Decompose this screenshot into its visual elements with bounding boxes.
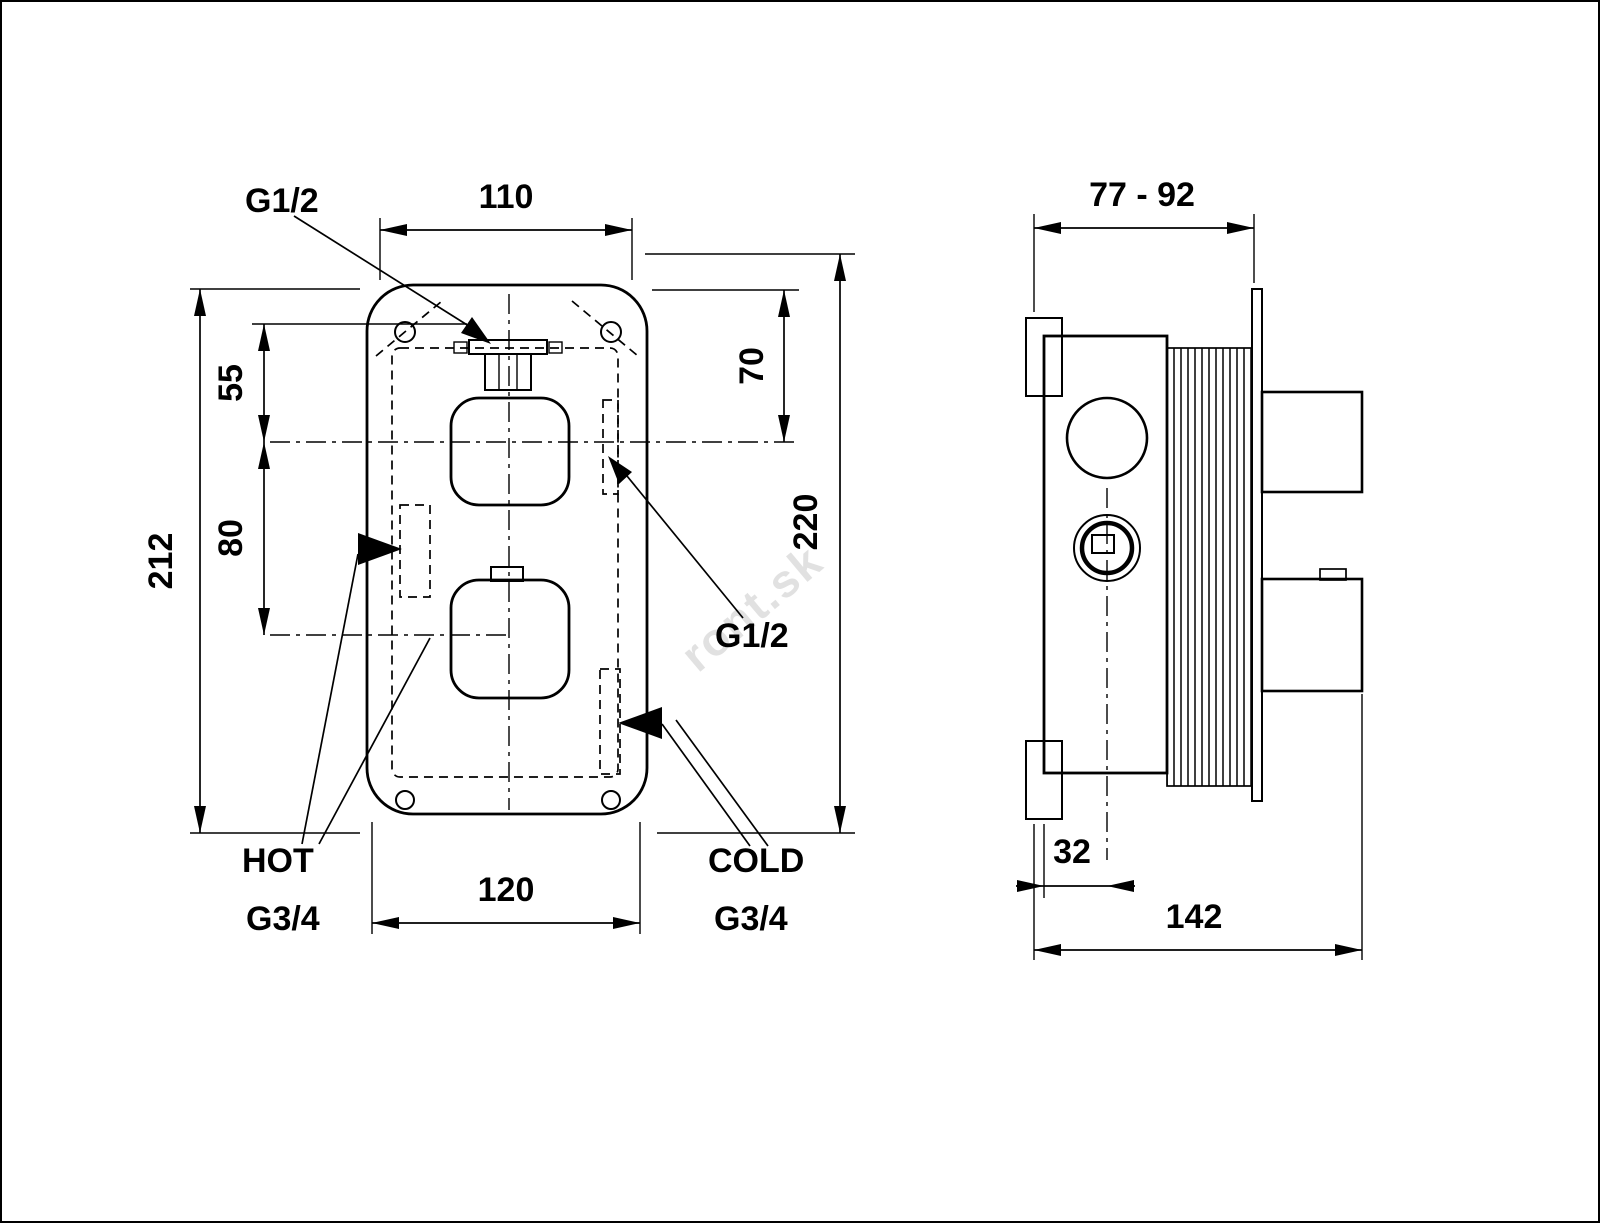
screw-hole-bottom-left (395, 790, 415, 810)
hot-inlet-port (399, 504, 431, 598)
wall-plate (1251, 288, 1263, 802)
cold-inlet-arrow (618, 707, 662, 739)
body-port-circle (1065, 396, 1149, 480)
right-upper-port (602, 399, 619, 495)
upper-knob (449, 396, 571, 507)
upper-cartridge-block (1260, 390, 1364, 494)
dim-120-label: 120 (478, 871, 535, 909)
hot-inlet-arrow (358, 533, 402, 565)
dim-142-label: 142 (1166, 898, 1223, 936)
top-thread-label: G1/2 (245, 182, 319, 220)
cold-leader-line-2 (675, 719, 769, 847)
concealed-body-outline (391, 347, 619, 778)
side-view-dimensions: 77 - 92 32 142 (1016, 176, 1363, 960)
top-outlet-connector (453, 339, 563, 391)
hot-leader-line-2 (318, 637, 431, 845)
front-plate-outline (365, 283, 649, 816)
dim-220-label: 220 (787, 494, 825, 551)
hot-leader-line-1 (301, 553, 359, 845)
cold-inlet-port (599, 668, 621, 775)
adjustable-sleeve (1166, 347, 1253, 787)
cold-label: COLD (708, 842, 804, 880)
watermark: ront.sk (671, 534, 833, 681)
top-thread-leader-line (293, 215, 473, 329)
screw-hole-top-left (394, 321, 416, 343)
dim-70-label: 70 (733, 347, 771, 385)
hot-thread-label: G3/4 (246, 900, 320, 938)
screw-hole-bottom-right (601, 790, 621, 810)
front-view (270, 215, 797, 847)
valve-body (1042, 334, 1169, 775)
dim-32-label: 32 (1053, 833, 1091, 871)
dim-110-label: 110 (479, 178, 534, 216)
side-view (1025, 288, 1364, 860)
watermark-text: ront.sk (671, 534, 833, 681)
dim-77-92-label: 77 - 92 (1089, 176, 1195, 214)
dim-55-label: 55 (212, 364, 250, 402)
mid-thread-label: G1/2 (715, 617, 789, 655)
mid-thread-leader-arrow (608, 456, 632, 484)
screw-hole-top-right (600, 321, 622, 343)
cold-thread-label: G3/4 (714, 900, 788, 938)
dim-80-label: 80 (212, 519, 250, 557)
top-thread-leader-arrow (461, 317, 491, 344)
lower-knob (449, 578, 571, 700)
dim-212-label: 212 (142, 533, 180, 590)
lower-cartridge-block (1260, 577, 1364, 693)
mid-thread-leader-line (626, 475, 744, 619)
hot-label: HOT (242, 842, 314, 880)
inlet-notch (1091, 534, 1115, 554)
front-view-dimensions: 110 G1/2 212 55 80 70 220 G1/2 120 HOT (142, 178, 855, 938)
cold-leader-line-1 (661, 723, 751, 847)
